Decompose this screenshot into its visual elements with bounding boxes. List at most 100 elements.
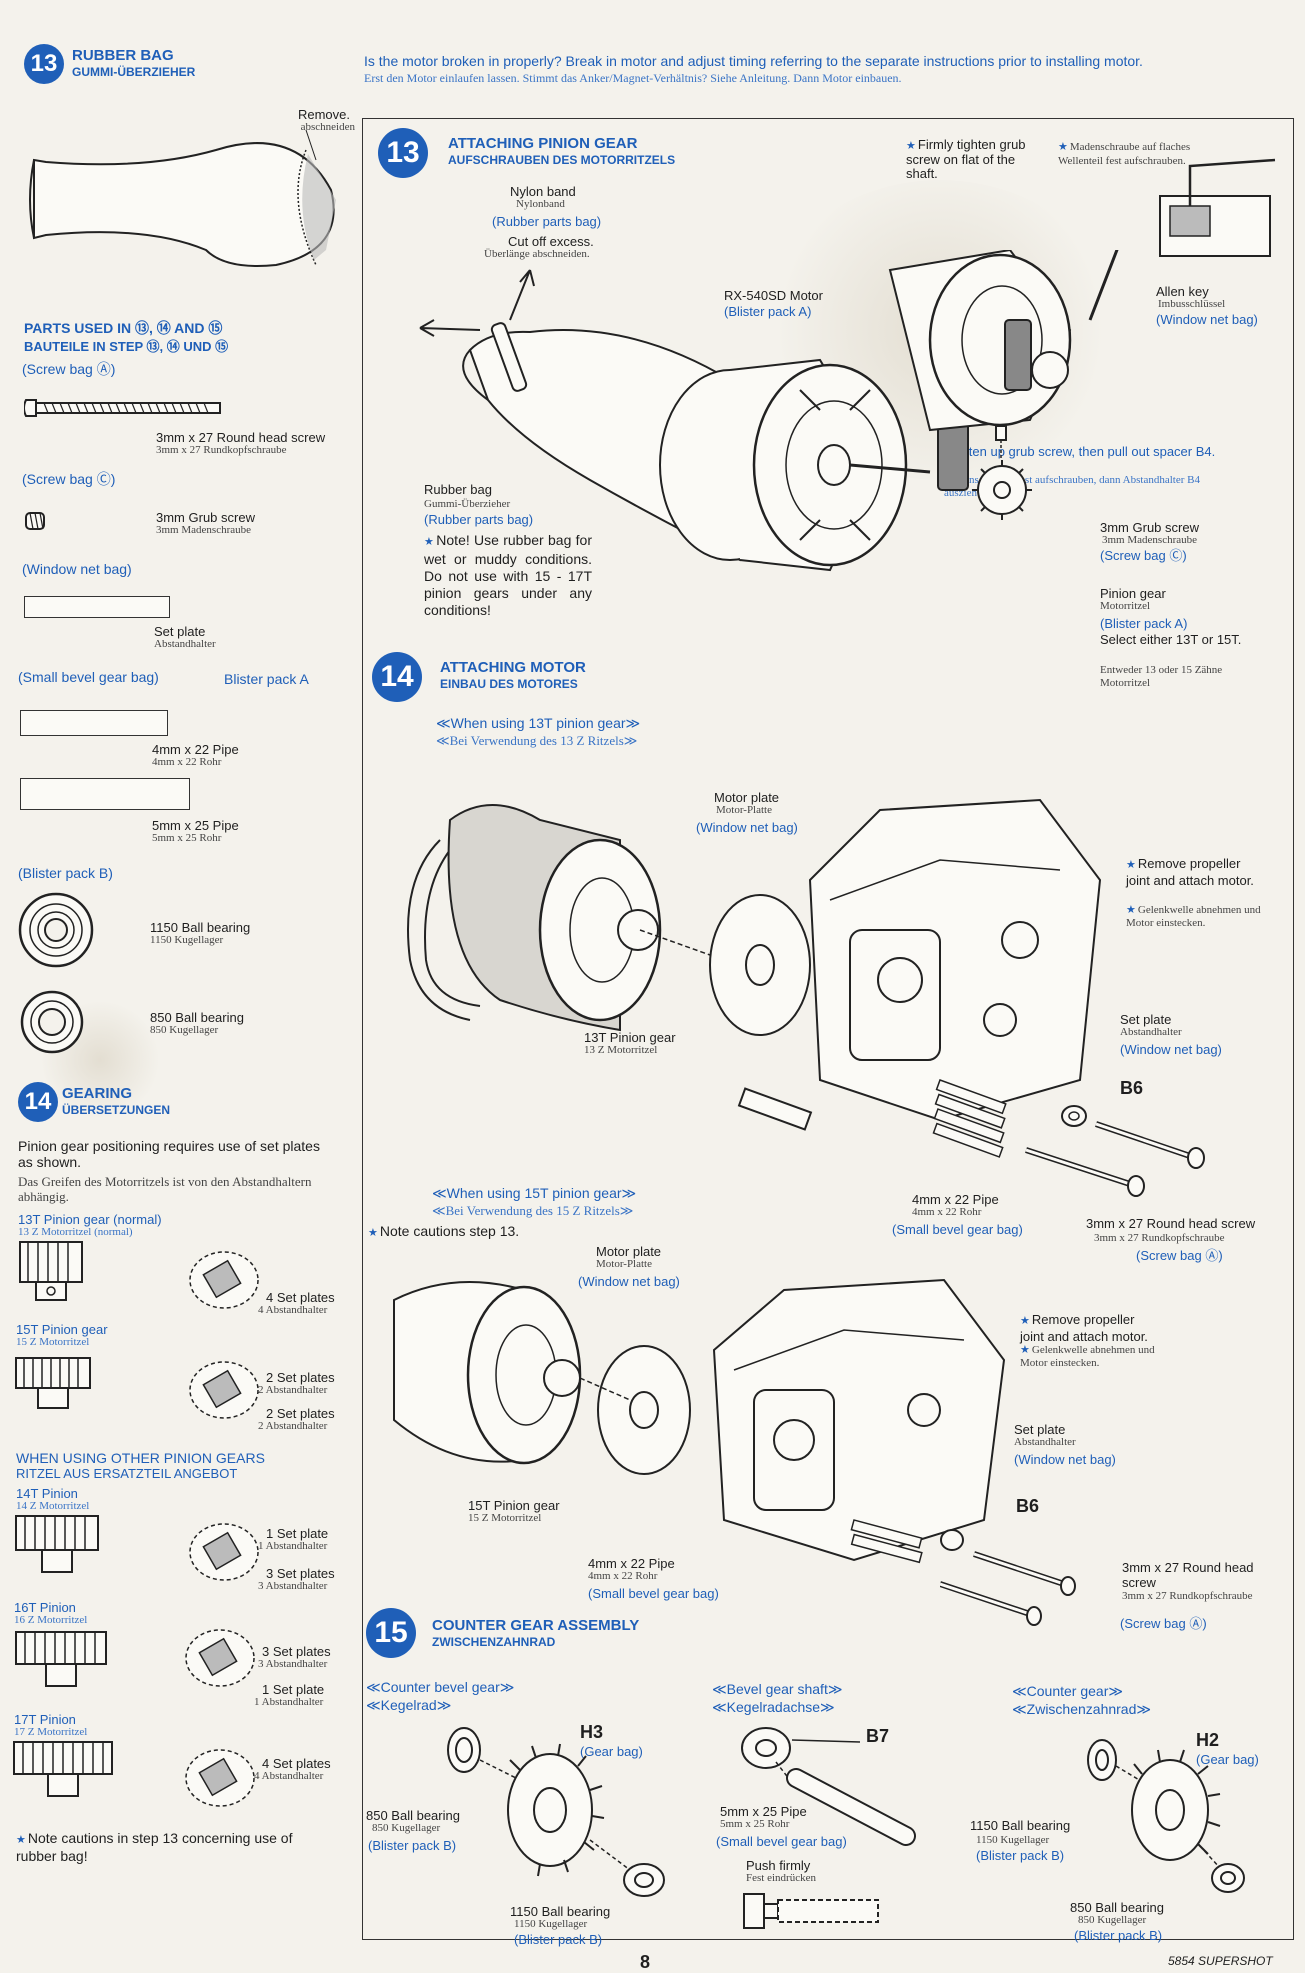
motor-bag-label: (Blister pack A) (724, 304, 812, 319)
h3-label: H3 (580, 1722, 604, 1742)
p17-plates-de: 4 Abstandhalter (254, 1770, 324, 1782)
bb1150-15-label-de: 1150 Kugellager (514, 1918, 588, 1930)
grub-screw-13-bag: (Screw bag Ⓒ) (1100, 548, 1187, 563)
set-plate-14-bag: (Window net bag) (1120, 1042, 1222, 1057)
break-in-note: Is the motor broken in properly? Break i… (364, 53, 1143, 69)
counter-gear-drawing (1087, 1739, 1245, 1893)
motor-label: RX-540SD Motor (724, 288, 823, 303)
p14-plates-2-de: 3 Abstandhalter (258, 1580, 328, 1592)
step-13-title: ATTACHING PINION GEAR AUFSCHRAUBEN DES M… (448, 135, 676, 168)
set-plate-drawing (24, 596, 170, 618)
set-plate-15-bag: (Window net bag) (1014, 1452, 1116, 1467)
pipe-14-label-de: 4mm x 22 Rohr (912, 1206, 982, 1218)
pipe-22-drawing (20, 710, 168, 736)
pinion-17t-icon (13, 1741, 113, 1797)
rubber-bag-caution: Note cautions in step 13 concerning use … (16, 1830, 336, 1864)
push-firmly-label-de: Fest eindrücken (746, 1872, 816, 1884)
motor-plate-15-label-de: Motor-Platte (596, 1258, 652, 1270)
nylon-band-bag: (Rubber parts bag) (492, 214, 602, 229)
small-bevel-bag-label: (Small bevel gear bag) (18, 669, 159, 685)
bevel-shaft-drawing (741, 1727, 916, 1846)
p16-plates-1: 3 Set plates (262, 1644, 331, 1659)
pipe25-15-bag: (Small bevel gear bag) (716, 1834, 847, 1849)
other-pinions-title: WHEN USING OTHER PINION GEARS (16, 1450, 265, 1466)
pinion-gear-label: Pinion gear (1100, 586, 1166, 601)
bb850-label-de: 850 Kugellager (150, 1024, 219, 1036)
pinion-16t-icon (15, 1631, 107, 1687)
pipe-22-label-de: 4mm x 22 Rohr (152, 756, 222, 768)
pipe-25-label-de: 5mm x 25 Rohr (152, 832, 222, 844)
p17-plates: 4 Set plates (262, 1756, 331, 1771)
counter-gear-label-de: ≪Zwischenzahnrad≫ (1012, 1701, 1152, 1717)
pipe-25-drawing (20, 778, 190, 810)
p15-plates-2-de: 2 Abstandhalter (258, 1420, 328, 1432)
screw-bag-a-label: (Screw bag Ⓐ) (22, 361, 116, 377)
step-15-badge: 15 (366, 1608, 416, 1658)
bevel-shaft-label: ≪Bevel gear shaft≫ (712, 1681, 843, 1697)
note-step-13: Note cautions step 13. (368, 1224, 519, 1241)
screw-14-bag: (Screw bag Ⓐ) (1136, 1248, 1223, 1263)
rubber-bag-bag: (Rubber parts bag) (424, 512, 534, 527)
rubber-bag-drawing (29, 130, 336, 267)
h2-bag: (Gear bag) (1196, 1752, 1259, 1767)
p17-label: 17T Pinion (14, 1712, 76, 1727)
p16-plates-2: 1 Set plate (262, 1682, 325, 1697)
washer-screw-15-drawing (940, 1529, 1076, 1626)
motor-plate-15-bag: (Window net bag) (578, 1274, 680, 1289)
set-plate-15-label-de: Abstandhalter (1014, 1436, 1076, 1448)
counter-bevel-gear-drawing (447, 1727, 665, 1897)
grub-screw-13-label: 3mm Grub screw (1100, 520, 1199, 535)
p14-plates-1: 1 Set plate (266, 1526, 329, 1541)
set-plate-14-label-de: Abstandhalter (1120, 1026, 1182, 1038)
washer-screw-drawing (1061, 1105, 1205, 1169)
bb1150-label: 1150 Ball bearing (150, 920, 251, 935)
b6-label-15: B6 (1016, 1496, 1040, 1516)
pinion-gear-label-de: Motorritzel (1100, 600, 1151, 612)
break-in-note-de: Erst den Motor einlaufen lassen. Stimmt … (364, 71, 902, 85)
pinion-13t-label: 13T Pinion gear (584, 1030, 676, 1045)
parts-used-title: PARTS USED IN ⑬, ⑭ AND ⑮ (24, 320, 223, 336)
pipe25-15-label-de: 5mm x 25 Rohr (720, 1818, 790, 1830)
p13-label-de: 13 Z Motorritzel (normal) (18, 1226, 133, 1238)
set-plate-stack-icon (185, 1749, 255, 1807)
remove-prop-note-de: Gelenkwelle abnehmen und Motor einstecke… (1126, 904, 1261, 930)
p14-label: 14T Pinion (16, 1486, 78, 1501)
when-15t-label-de: ≪Bei Verwendung des 15 Z Ritzels≫ (432, 1203, 634, 1218)
p15-plates-1-de: 2 Abstandhalter (258, 1384, 328, 1396)
bevel-shaft-label-de: ≪Kegelradachse≫ (712, 1699, 835, 1715)
rubber-bag-label: Rubber bag (424, 482, 492, 497)
step-14-badge-left: 14 (18, 1082, 58, 1122)
remove-label-de: abschneiden (300, 121, 355, 133)
bb1150-label-de: 1150 Kugellager (150, 934, 224, 946)
page-number: 8 (640, 1952, 651, 1972)
counter-bevel-label: ≪Counter bevel gear≫ (366, 1679, 515, 1695)
allen-key-bag: (Window net bag) (1156, 312, 1258, 327)
screw-27-label-de: 3mm x 27 Rundkopfschraube (156, 444, 287, 456)
window-net-bag-label: (Window net bag) (22, 561, 132, 577)
pipe-22-label: 4mm x 22 Pipe (152, 742, 239, 757)
p15-plates-2: 2 Set plates (266, 1406, 335, 1421)
screw-bag-c-label: (Screw bag Ⓒ) (22, 471, 116, 487)
p13-plates-de: 4 Abstandhalter (258, 1304, 328, 1316)
remove-prop-15-note-de: Gelenkwelle abnehmen und Motor einstecke… (1020, 1344, 1160, 1370)
pinion-13t-label-de: 13 Z Motorritzel (584, 1044, 658, 1056)
allen-key-label: Allen key (1156, 284, 1209, 299)
nylon-band-label: Nylon band (510, 184, 576, 199)
p15-plates-1: 2 Set plates (266, 1370, 335, 1385)
step-14-title: ATTACHING MOTOR EINBAU DES MOTORES (440, 659, 586, 692)
p15-label-de: 15 Z Motorritzel (16, 1336, 90, 1348)
set-plate-stack-icon (189, 1251, 259, 1309)
screw-14-label: 3mm x 27 Round head screw (1086, 1216, 1256, 1231)
set-plate-stack-icon (185, 1629, 255, 1687)
bb1150-counter-label: 1150 Ball bearing (970, 1818, 1071, 1833)
grub-tighten-note: Firmly tighten grub screw on flat of the… (906, 138, 1046, 181)
bb850-15-label-de: 850 Kugellager (372, 1822, 441, 1834)
bb850-15-label: 850 Ball bearing (366, 1808, 460, 1823)
pipe-15-label: 4mm x 22 Pipe (588, 1556, 675, 1571)
motor-plate-bag: (Window net bag) (696, 820, 798, 835)
p13-label: 13T Pinion gear (normal) (18, 1212, 162, 1227)
pinion-15t-label-de: 15 Z Motorritzel (468, 1512, 542, 1524)
p13-plates: 4 Set plates (266, 1290, 335, 1305)
grub-screw-label-de: 3mm Madenschraube (156, 524, 251, 536)
shaft-pipe-assembled-drawing (743, 1893, 879, 1929)
